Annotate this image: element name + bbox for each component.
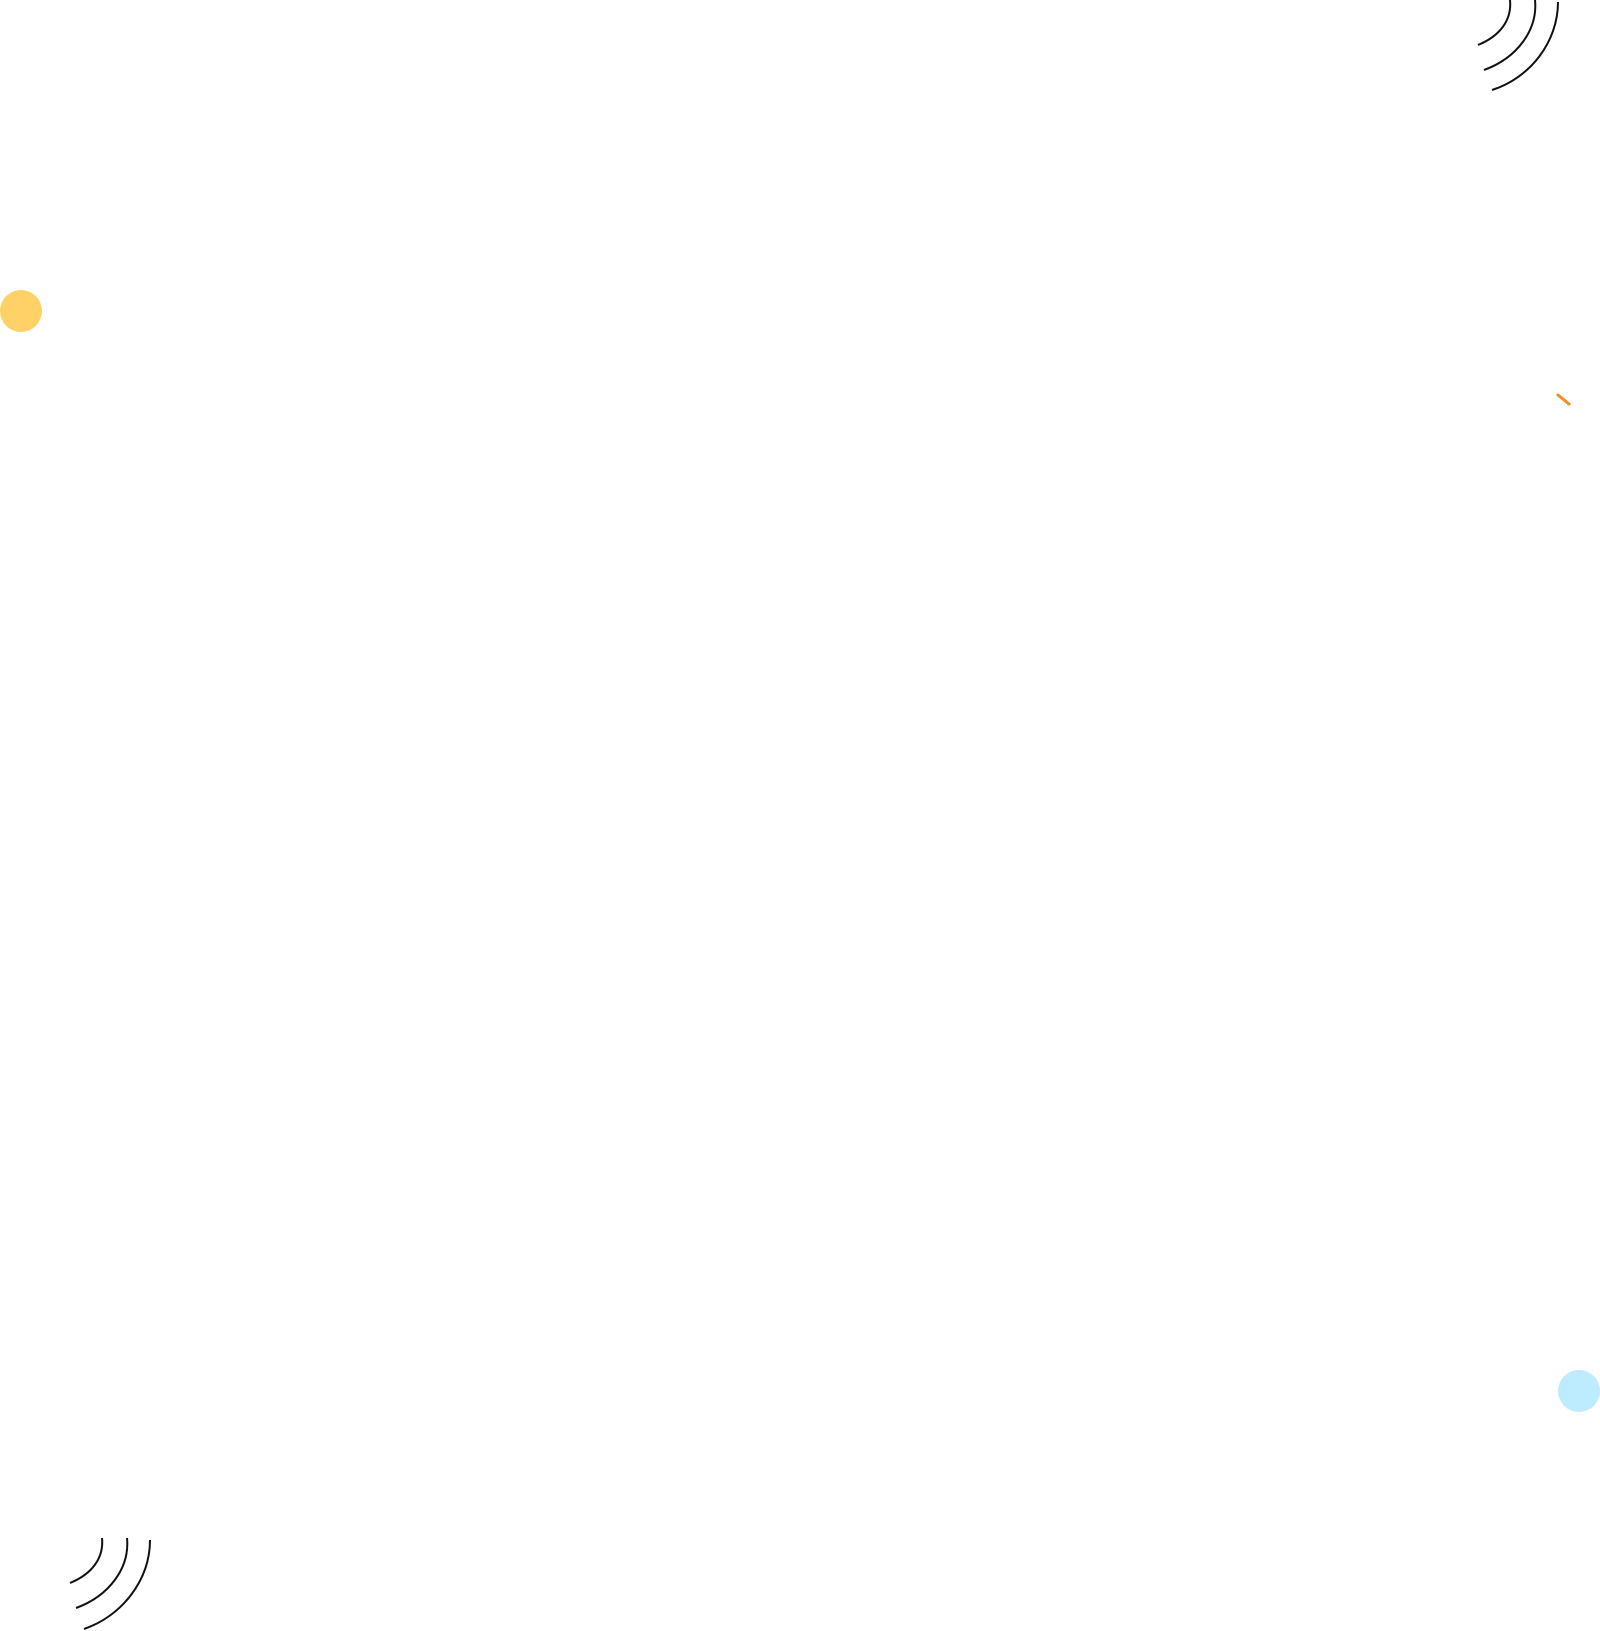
wave-arcs-bottom-left-icon xyxy=(69,1538,151,1630)
blue-dot xyxy=(1558,1370,1600,1412)
yellow-dot xyxy=(0,290,42,332)
orange-dash-mark xyxy=(1556,393,1571,406)
wave-arcs-top-right-icon xyxy=(1477,0,1559,91)
